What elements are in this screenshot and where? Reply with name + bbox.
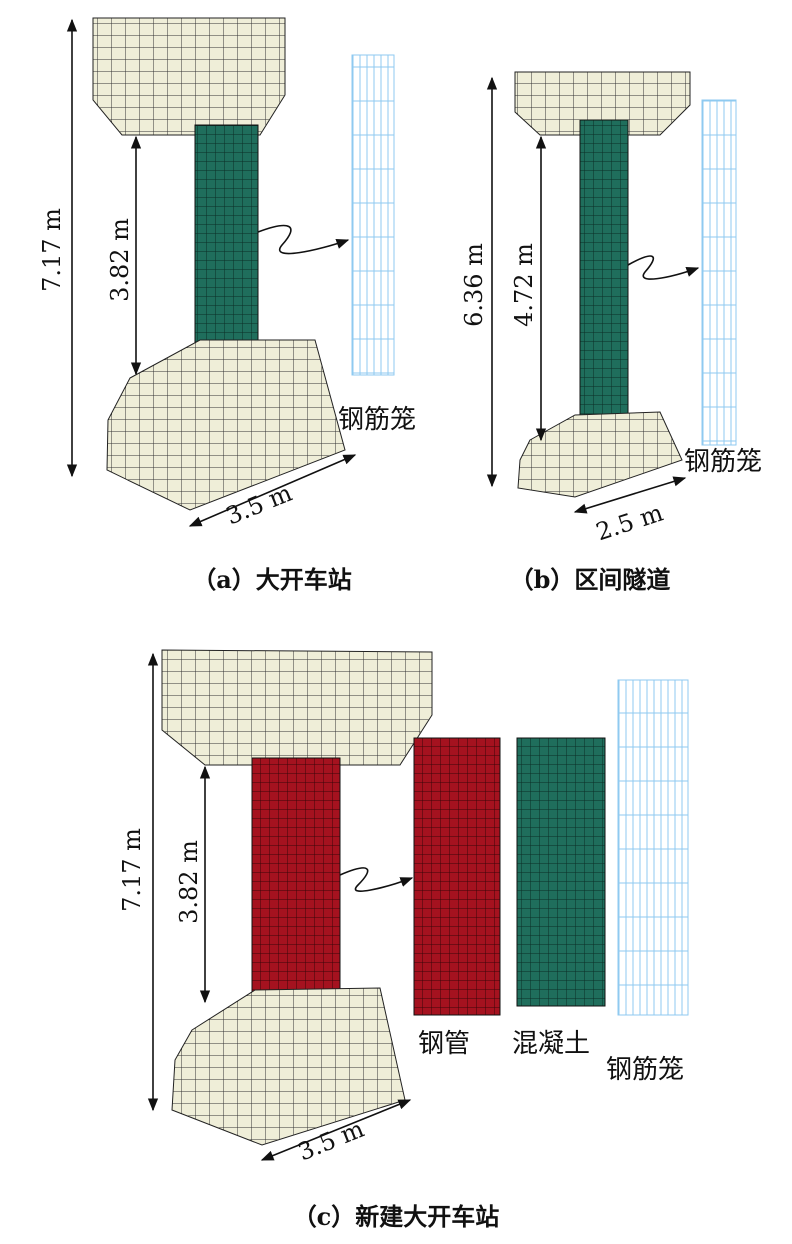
arrow xyxy=(339,867,414,892)
concrete-column xyxy=(194,124,259,369)
base xyxy=(106,339,346,511)
column-height-label: 4.72 m xyxy=(510,243,538,327)
dimension-line xyxy=(573,476,687,514)
arrow xyxy=(627,255,700,280)
width-label: 2.5 m xyxy=(593,498,667,546)
rebar-cage xyxy=(351,54,395,376)
total-height-label: 7.17 m xyxy=(38,208,66,292)
cage-label: 钢筋笼 xyxy=(338,405,416,435)
rebar-cage xyxy=(701,99,737,446)
caption-b: （b）区间隧道 xyxy=(510,565,671,594)
cage-label: 钢筋笼 xyxy=(606,1055,684,1085)
panel-b: 6.36 m 4.72 m 2.5 m 钢筋笼 （b）区间隧道 xyxy=(460,71,762,594)
total-height-label: 7.17 m xyxy=(118,828,146,912)
cage-label: 钢筋笼 xyxy=(684,447,762,477)
dimension-line xyxy=(188,454,357,527)
steel-tube xyxy=(413,737,501,1016)
steel-tube-column xyxy=(251,757,341,1006)
rebar-cage xyxy=(617,679,689,1016)
column-height-label: 3.82 m xyxy=(106,218,134,302)
dimension-line xyxy=(260,1099,412,1161)
panel-a: 7.17 m 3.82 m 3.5 m 钢筋笼 （a）大开车站 xyxy=(38,17,416,594)
tube-label: 钢管 xyxy=(418,1029,470,1059)
top-cap xyxy=(92,17,286,136)
caption-c: （c）新建大开车站 xyxy=(293,1202,500,1231)
total-height-label: 6.36 m xyxy=(460,243,488,327)
column-height-label: 3.82 m xyxy=(175,840,203,924)
top-cap xyxy=(514,71,691,136)
arrow xyxy=(257,224,350,255)
concrete-label: 混凝土 xyxy=(512,1029,590,1059)
caption-a: （a）大开车站 xyxy=(192,565,352,594)
concrete-core xyxy=(516,737,606,1007)
top-cap xyxy=(161,649,433,766)
base xyxy=(171,987,406,1146)
concrete-column xyxy=(579,119,629,441)
base xyxy=(517,411,683,498)
panel-c: 7.17 m 3.82 m 3.5 m 钢管 混凝土 钢筋笼 （c）新建大开车站 xyxy=(118,649,689,1231)
